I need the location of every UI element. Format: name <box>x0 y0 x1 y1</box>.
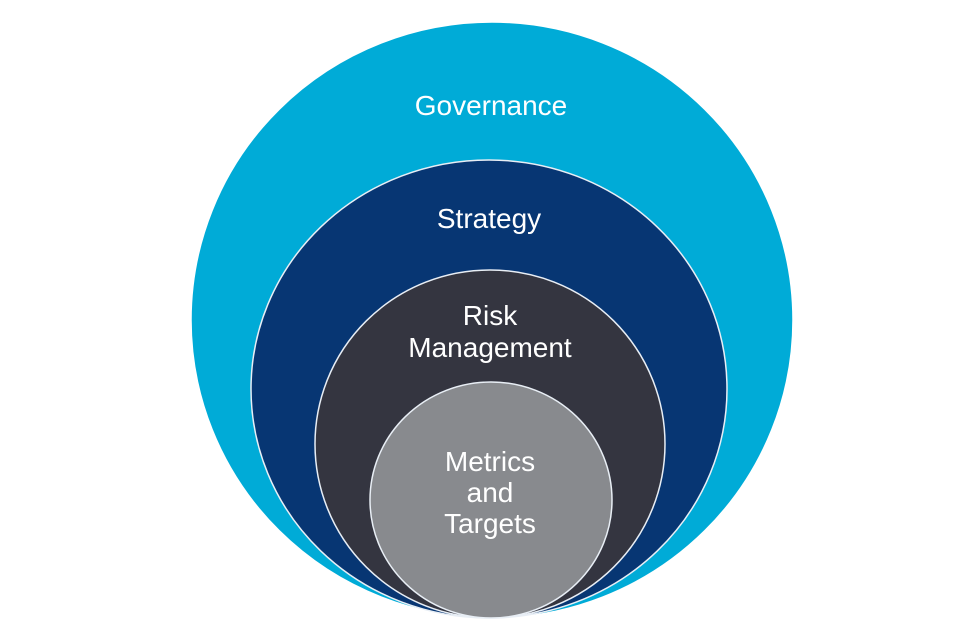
metrics-label-line1: Metrics <box>445 446 535 477</box>
metrics-label-line3: Targets <box>444 508 536 539</box>
strategy-label: Strategy <box>437 203 541 234</box>
risk-label-line2: Management <box>408 332 572 363</box>
metrics-and-targets-circle <box>369 381 613 619</box>
governance-label: Governance <box>415 90 568 121</box>
metrics-label-line2: and <box>467 477 514 508</box>
risk-label-line1: Risk <box>463 300 518 331</box>
